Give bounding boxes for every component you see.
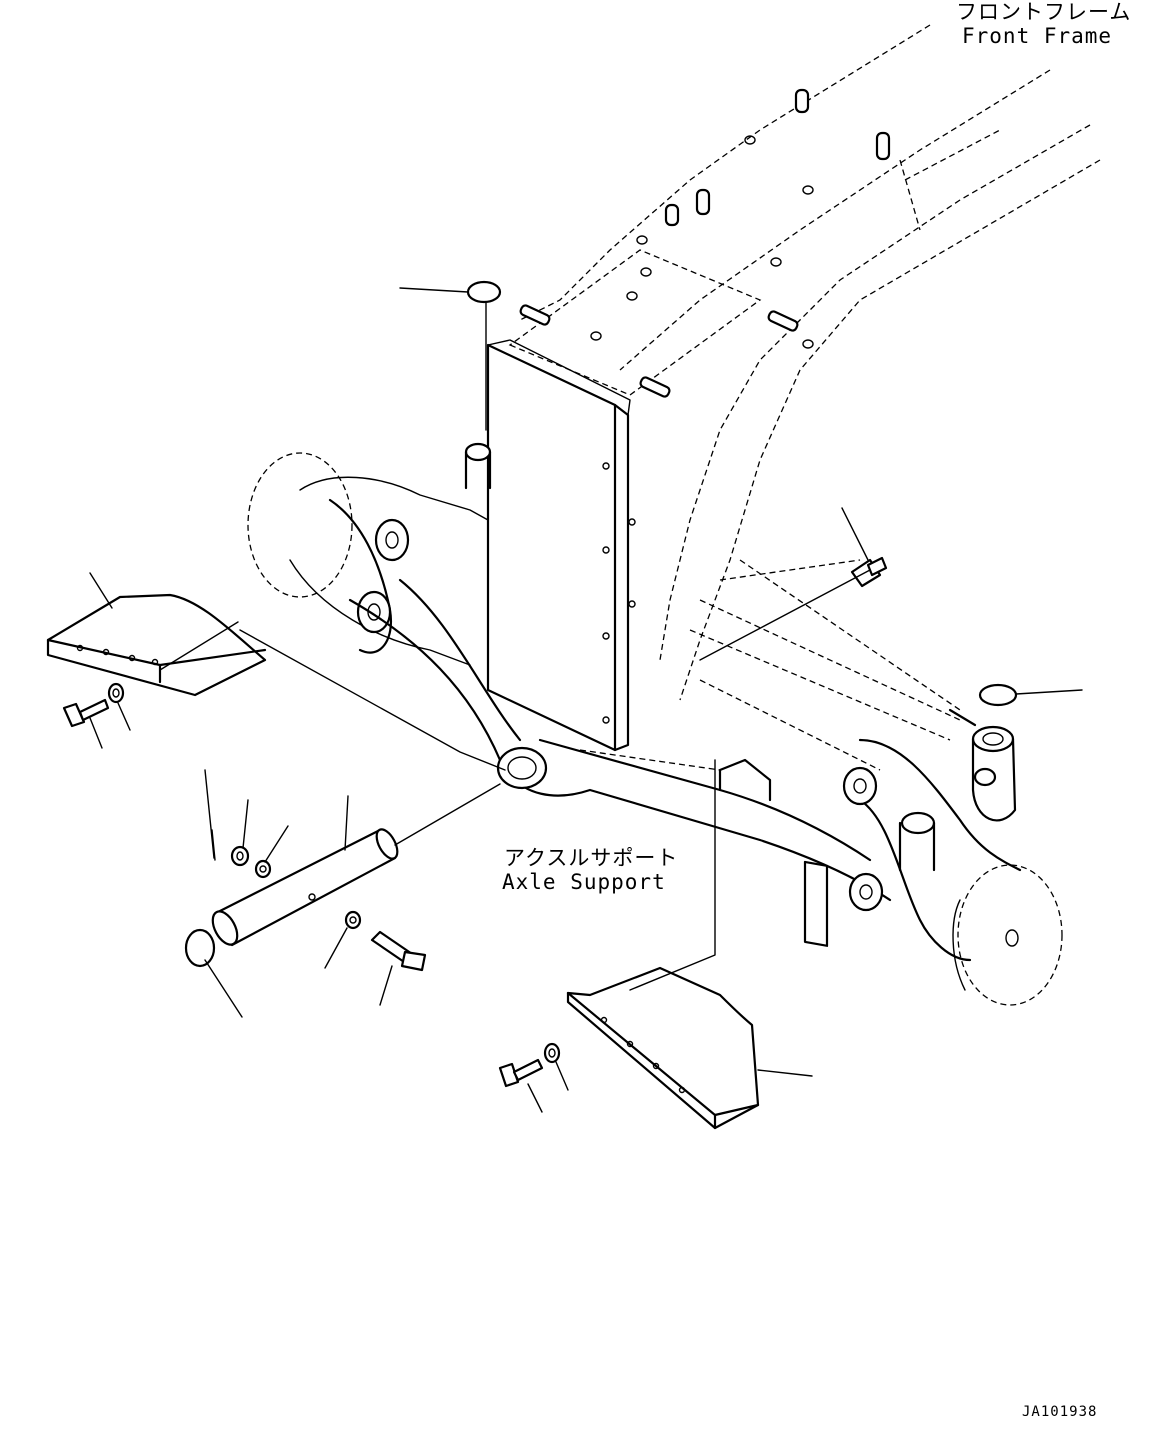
axle-support-label-en: Axle Support xyxy=(502,870,666,894)
axle-housing-right xyxy=(803,708,1022,962)
wheel-hub-flange xyxy=(952,864,1063,1006)
cover-plate-lower xyxy=(566,966,760,1130)
axle-support-label-jp: アクスルサポート xyxy=(504,846,679,870)
bolt-lower xyxy=(498,1042,561,1088)
axle-housing-left xyxy=(247,442,522,762)
front-frame-label-en: Front Frame xyxy=(962,24,1113,48)
drawing-number: JA101938 xyxy=(1022,1404,1098,1420)
plug-cap-right xyxy=(978,683,1018,707)
cover-plate-upper xyxy=(46,593,267,697)
leader-lines xyxy=(89,287,1083,1113)
front-frame-label-jp: フロントフレーム xyxy=(956,0,1132,24)
pin-assembly xyxy=(184,828,427,972)
front-frame-outline xyxy=(508,24,1101,771)
plug-cap-top xyxy=(466,280,502,304)
frame-bosses xyxy=(519,88,891,398)
bolt-upper-left xyxy=(62,682,125,728)
axle-support-plate xyxy=(486,339,636,752)
grease-fitting xyxy=(850,556,888,588)
